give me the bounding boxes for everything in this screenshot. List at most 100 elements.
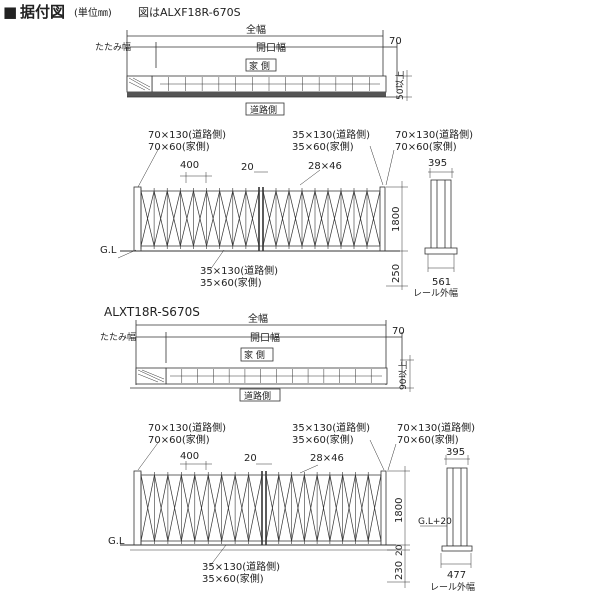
plan-view-1-segments [168, 77, 370, 91]
elev1-1800-label: 1800 [391, 207, 402, 232]
elevation-view-2-lattice [140, 472, 382, 544]
elev2-pole-road: 35×130(道路側) [292, 421, 370, 434]
plan2-90-or-more-label: 90以上 [398, 361, 409, 390]
elev2-pole-bottom-road: 35×130(道路側) [202, 560, 280, 573]
side2-rail-outer-label: レール外幅 [430, 581, 475, 593]
elev1-28x46-label: 28×46 [308, 161, 342, 172]
elev2-230-label: 230 [394, 561, 405, 580]
elev1-left-lattice-bar [179, 190, 194, 247]
elev2-right-lattice-bar [342, 474, 356, 542]
plan1-folded-width-label: たたみ幅 [95, 41, 131, 53]
plan2-house-side-label: 家 側 [244, 349, 265, 361]
elev1-left-lattice-bar [206, 190, 221, 247]
model2-title: ALXT18R-S670S [104, 305, 200, 319]
plan2-folded-width-label: たたみ幅 [100, 331, 136, 343]
elev1-left-lattice-bar [153, 190, 168, 247]
elev2-right-lattice-bar [291, 474, 305, 542]
side2-395-label: 395 [446, 447, 465, 458]
plan2-d70-label: 70 [392, 326, 405, 337]
plan-view-2 [130, 320, 414, 402]
side2-gl-plus20-label: G.L+20 [418, 517, 452, 527]
elev1-post-right-house: 70×60(家側) [395, 140, 457, 153]
elev2-pole-house: 35×60(家側) [292, 433, 354, 446]
elev1-left-lattice-bar [245, 190, 260, 247]
elev2-left-lattice-bar [154, 474, 169, 542]
elev1-right-lattice-bar [353, 190, 368, 247]
elev1-left-lattice-bar [166, 190, 181, 247]
side1-561-label: 561 [432, 277, 451, 288]
elev2-left-lattice-bar [140, 474, 155, 542]
elev2-left-lattice-bar [234, 474, 249, 542]
elev1-gl-label: G.L [100, 245, 117, 256]
plan1-opening-width-label: 開口幅 [256, 41, 286, 54]
elev2-20-vertical-label: 20 [395, 544, 405, 556]
elev2-post-left-house: 70×60(家側) [148, 433, 210, 446]
plan2-total-width-label: 全幅 [248, 312, 268, 325]
elev1-left-lattice-bar [232, 190, 247, 247]
elev2-right-lattice-bar [329, 474, 344, 542]
elev2-left-lattice-bar [207, 474, 223, 542]
elev2-20-label: 20 [244, 453, 257, 464]
elev2-left-lattice-bar [194, 474, 209, 542]
elev2-right-lattice-bar [316, 474, 331, 542]
plan1-road-side-label: 道路側 [250, 104, 277, 116]
elev2-right-lattice-bar [265, 474, 280, 542]
header-marker: ■ [3, 3, 17, 21]
elev2-400-label: 400 [180, 451, 199, 462]
plan2-opening-width-label: 開口幅 [250, 331, 280, 344]
plan1-house-side-label: 家 側 [249, 60, 270, 72]
elev2-pole-bottom-house: 35×60(家側) [202, 572, 264, 585]
elev1-right-lattice-bar [288, 190, 303, 247]
elev2-post-right-house: 70×60(家側) [397, 433, 459, 446]
elev2-right-lattice-bar [355, 474, 369, 542]
elev2-post-right-road: 70×130(道路側) [397, 421, 475, 434]
header-title: 据付図 [20, 3, 65, 21]
elev1-right-lattice-bar [314, 190, 329, 247]
elev2-right-lattice-bar [278, 474, 292, 542]
elev1-left-lattice-bar [140, 190, 155, 247]
plan1-total-width-label: 全幅 [246, 23, 266, 36]
elev2-left-lattice-bar [248, 474, 263, 542]
side1-rail-outer-label: レール外幅 [413, 287, 458, 299]
elev1-post-left-road: 70×130(道路側) [148, 128, 226, 141]
side1-395-label: 395 [428, 158, 447, 169]
elev1-pole-road: 35×130(道路側) [292, 128, 370, 141]
side2-477-label: 477 [447, 570, 466, 581]
elev1-250-label: 250 [391, 264, 402, 283]
elevation-view-1 [117, 145, 458, 290]
elev1-post-left-house: 70×60(家側) [148, 140, 210, 153]
plan1-50-or-more-label: 50以上 [395, 71, 406, 100]
elev2-left-lattice-bar [221, 474, 236, 542]
header-unit: (単位㎜) [74, 6, 112, 19]
elev2-post-left-road: 70×130(道路側) [148, 421, 226, 434]
elev1-right-lattice-bar [275, 190, 290, 247]
elev2-28x46-label: 28×46 [310, 453, 344, 464]
elev1-400-label: 400 [180, 160, 199, 171]
elevation-view-1-lattice [140, 188, 381, 249]
elev1-right-lattice-bar [262, 190, 277, 247]
elev2-left-lattice-bar [180, 474, 196, 542]
elev1-left-lattice-bar [219, 190, 234, 247]
elev1-right-lattice-bar [327, 190, 342, 247]
plan1-d70-label: 70 [389, 36, 402, 47]
elev2-1800-label: 1800 [394, 498, 405, 523]
elev2-gl-label: G.L [108, 536, 125, 547]
elev1-right-lattice-bar [366, 190, 381, 247]
elev2-right-lattice-bar [303, 474, 318, 542]
elev1-pole-house: 35×60(家側) [292, 140, 354, 153]
elev1-left-lattice-bar [193, 190, 207, 247]
elev1-right-lattice-bar [340, 190, 355, 247]
elevation-view-2 [120, 439, 473, 588]
elev1-pole-bottom-road: 35×130(道路側) [200, 264, 278, 277]
elev2-right-lattice-bar [367, 474, 382, 542]
plan-view-2-segments [181, 369, 372, 383]
header-note: 図はALXF18R-670S [138, 6, 241, 19]
elev2-left-lattice-bar [167, 474, 182, 542]
elev1-20-label: 20 [241, 162, 254, 173]
plan2-road-side-label: 道路側 [244, 390, 271, 402]
elev1-post-right-road: 70×130(道路側) [395, 128, 473, 141]
elev1-right-lattice-bar [301, 190, 316, 247]
elev1-pole-bottom-house: 35×60(家側) [200, 276, 262, 289]
